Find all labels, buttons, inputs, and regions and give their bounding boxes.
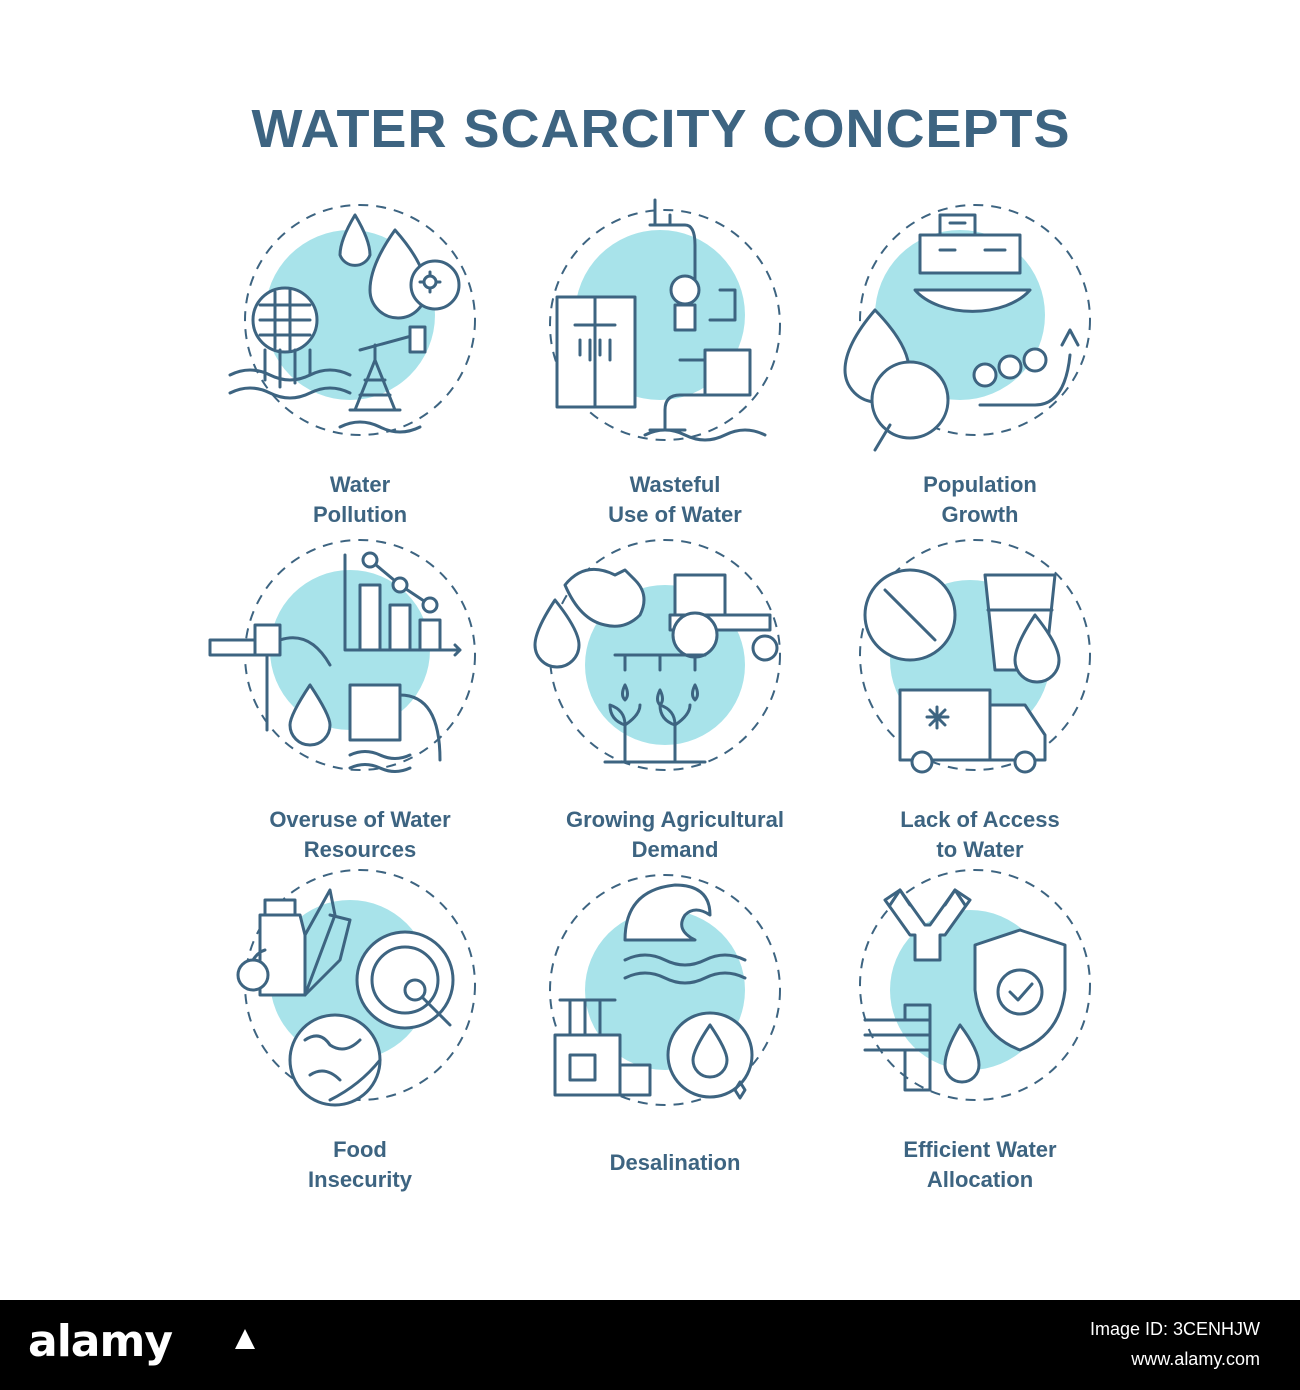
concept-food-insecurity: Food Insecurity bbox=[210, 860, 510, 1192]
concept-label: Efficient Water Allocation bbox=[810, 1135, 1150, 1195]
label-line-2: Demand bbox=[631, 837, 719, 862]
population-growth-icon bbox=[843, 204, 1091, 452]
label-line-1: Lack of Access bbox=[900, 807, 1060, 832]
food-insecurity-icon bbox=[236, 869, 476, 1107]
label-line-2: Growth bbox=[941, 502, 1019, 527]
concept-water-pollution: Water Pollution bbox=[210, 195, 510, 527]
concept-label: Wasteful Use of Water bbox=[505, 470, 845, 530]
label-line-2: Insecurity bbox=[308, 1167, 412, 1192]
page-title: WATER SCARCITY CONCEPTS bbox=[251, 99, 1071, 159]
label-line-2: Pollution bbox=[312, 502, 408, 527]
concept-water-allocation: Efficient Water Allocation bbox=[830, 860, 1130, 1192]
brand-logo: alamy bbox=[28, 1316, 173, 1367]
concept-label: Food Insecurity bbox=[190, 1135, 530, 1195]
label-line-1: Desalination bbox=[609, 1150, 741, 1175]
water-allocation-icon bbox=[859, 869, 1091, 1101]
concept-desalination: Desalination bbox=[525, 860, 825, 1180]
label-line-2: Use of Water bbox=[608, 502, 742, 527]
desalination-icon bbox=[549, 874, 781, 1106]
agricultural-demand-icon bbox=[533, 539, 781, 771]
water-pollution-icon bbox=[228, 204, 476, 436]
site-url: www.alamy.com bbox=[1131, 1349, 1260, 1369]
label-line-2: to Water bbox=[936, 837, 1024, 862]
label-line-1: Water bbox=[329, 472, 391, 497]
label-line-1: Food bbox=[333, 1137, 387, 1162]
lack-of-access-icon bbox=[859, 539, 1091, 774]
label-line-2: Resources bbox=[303, 837, 417, 862]
label-line-1: Population bbox=[923, 472, 1037, 497]
concept-label: Water Pollution bbox=[190, 470, 530, 530]
concept-grid: Water Pollution Wasteful Use of Water bbox=[208, 195, 1130, 1192]
concept-label: Growing Agricultural Demand bbox=[505, 805, 845, 865]
concept-population-growth: Population Growth bbox=[830, 195, 1130, 527]
wasteful-water-use-icon bbox=[549, 198, 781, 442]
watermark-footer: alamy Image ID: 3CENHJW www.alamy.com bbox=[0, 1300, 1300, 1390]
concept-label: Overuse of Water Resources bbox=[190, 805, 530, 865]
label-line-1: Efficient Water bbox=[903, 1137, 1057, 1162]
concept-label: Lack of Access to Water bbox=[810, 805, 1150, 865]
overuse-resources-icon bbox=[208, 539, 476, 773]
image-id: Image ID: 3CENHJW bbox=[1089, 1319, 1260, 1339]
concept-overuse: Overuse of Water Resources bbox=[208, 530, 510, 862]
label-line-1: Wasteful bbox=[629, 472, 721, 497]
concept-label: Desalination bbox=[505, 1148, 845, 1178]
concept-label: Population Growth bbox=[810, 470, 1150, 530]
label-line-2: Allocation bbox=[926, 1167, 1034, 1192]
brand-mark-icon bbox=[235, 1329, 255, 1349]
label-line-1: Growing Agricultural bbox=[566, 807, 784, 832]
image-meta: Image ID: 3CENHJW www.alamy.com bbox=[1090, 1314, 1260, 1374]
concept-agricultural-demand: Growing Agricultural Demand bbox=[525, 530, 825, 862]
label-line-1: Overuse of Water bbox=[269, 807, 451, 832]
concept-lack-of-access: Lack of Access to Water bbox=[830, 530, 1130, 862]
concept-wasteful-use: Wasteful Use of Water bbox=[525, 195, 825, 527]
